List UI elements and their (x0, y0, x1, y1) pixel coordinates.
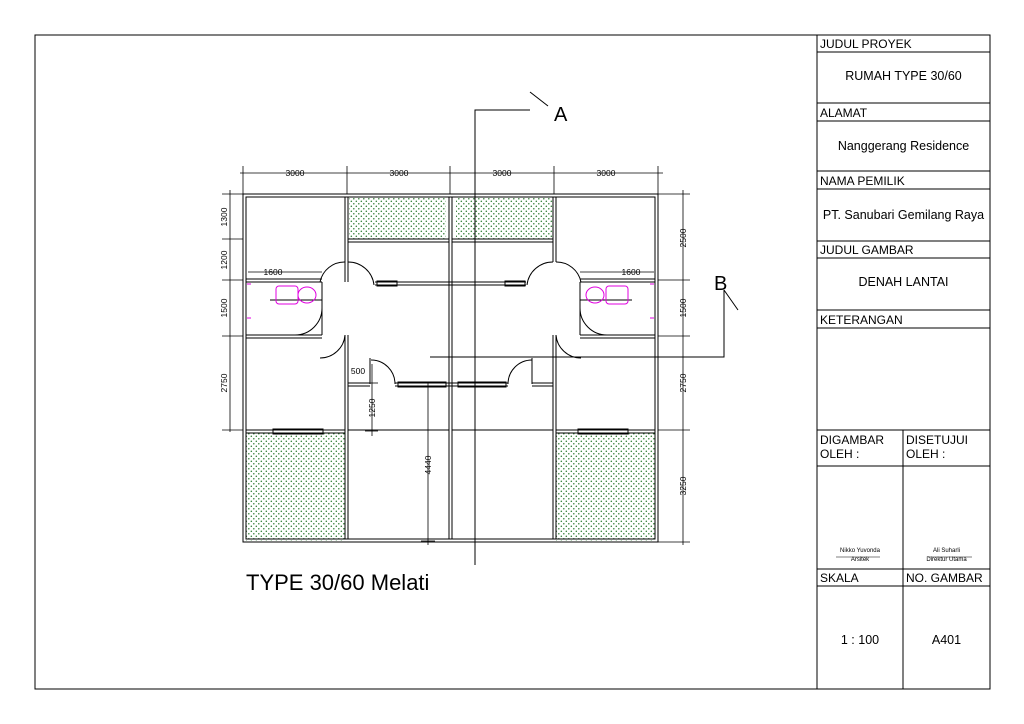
project-title: RUMAH TYPE 30/60 (845, 69, 962, 83)
hatch-area-top-left (349, 197, 446, 239)
section-line-a (474, 91, 549, 565)
project-title-label: JUDUL PROYEK (820, 37, 912, 51)
section-marker-b: B (714, 273, 727, 295)
drawn-by-name: Nikko Yuvonda (840, 548, 880, 554)
exterior-walls (242, 193, 659, 543)
doors (294, 261, 608, 385)
hatch-area-bottom-right (556, 433, 655, 541)
dim-left-4: 2750 (219, 373, 229, 392)
approved-by-role: Direktur Utama (926, 557, 967, 563)
dim-inner-large: 4440 (423, 455, 433, 474)
dimension-labels: 3000 3000 3000 3000 1300 1200 1500 2750 … (219, 168, 688, 495)
section-marker-a: A (554, 104, 568, 126)
toilet-left (247, 283, 317, 319)
dim-top-4: 3000 (597, 168, 616, 178)
dimension-lines (222, 166, 690, 545)
hatch-area-top-right (456, 197, 553, 239)
floor-plan (222, 91, 739, 565)
drawn-by-role: Arsitek (850, 557, 870, 563)
drawing-caption: TYPE 30/60 Melati (246, 570, 429, 595)
owner: PT. Sanubari Gemilang Raya (822, 208, 985, 222)
address: Nanggerang Residence (837, 139, 970, 153)
interior-walls (246, 197, 655, 539)
owner-label: NAMA PEMILIK (820, 174, 905, 188)
dim-top-1: 3000 (286, 168, 305, 178)
drawn-by-label: DIGAMBAR OLEH : (820, 433, 885, 461)
toilet-right (585, 283, 654, 319)
hatch-area-bottom-left (246, 433, 345, 541)
dim-toilet-left: 1600 (264, 267, 283, 277)
dim-toilet-right: 1600 (622, 267, 641, 277)
address-label: ALAMAT (820, 106, 868, 120)
title-block (816, 35, 990, 689)
dim-right-1: 2500 (678, 228, 688, 247)
dim-right-2: 1500 (678, 298, 688, 317)
dim-right-3: 2750 (678, 373, 688, 392)
approved-by-label: DISETUJUI OLEH : (906, 433, 969, 461)
dim-door-width: 500 (351, 366, 365, 376)
dim-inner-small: 1250 (367, 398, 377, 417)
scale-value: 1 : 100 (840, 633, 880, 647)
section-line-b (430, 289, 739, 358)
drawing-no-label: NO. GAMBAR (906, 571, 983, 585)
dim-left-1: 1300 (219, 207, 229, 226)
dim-left-2: 1200 (219, 250, 229, 269)
drawing-title: DENAH LANTAI (858, 275, 949, 289)
sheet-border (34, 34, 991, 690)
windows (272, 280, 629, 435)
drawing-title-label: JUDUL GAMBAR (820, 243, 914, 257)
dim-top-3: 3000 (493, 168, 512, 178)
scale-label: SKALA (820, 571, 859, 585)
approved-by-name: Ali Suharli (932, 548, 960, 554)
dim-left-3: 1500 (219, 298, 229, 317)
dim-top-2: 3000 (390, 168, 409, 178)
drawing-number: A401 (931, 633, 962, 647)
notes-label: KETERANGAN (820, 313, 903, 327)
dim-right-4: 3250 (678, 476, 688, 495)
